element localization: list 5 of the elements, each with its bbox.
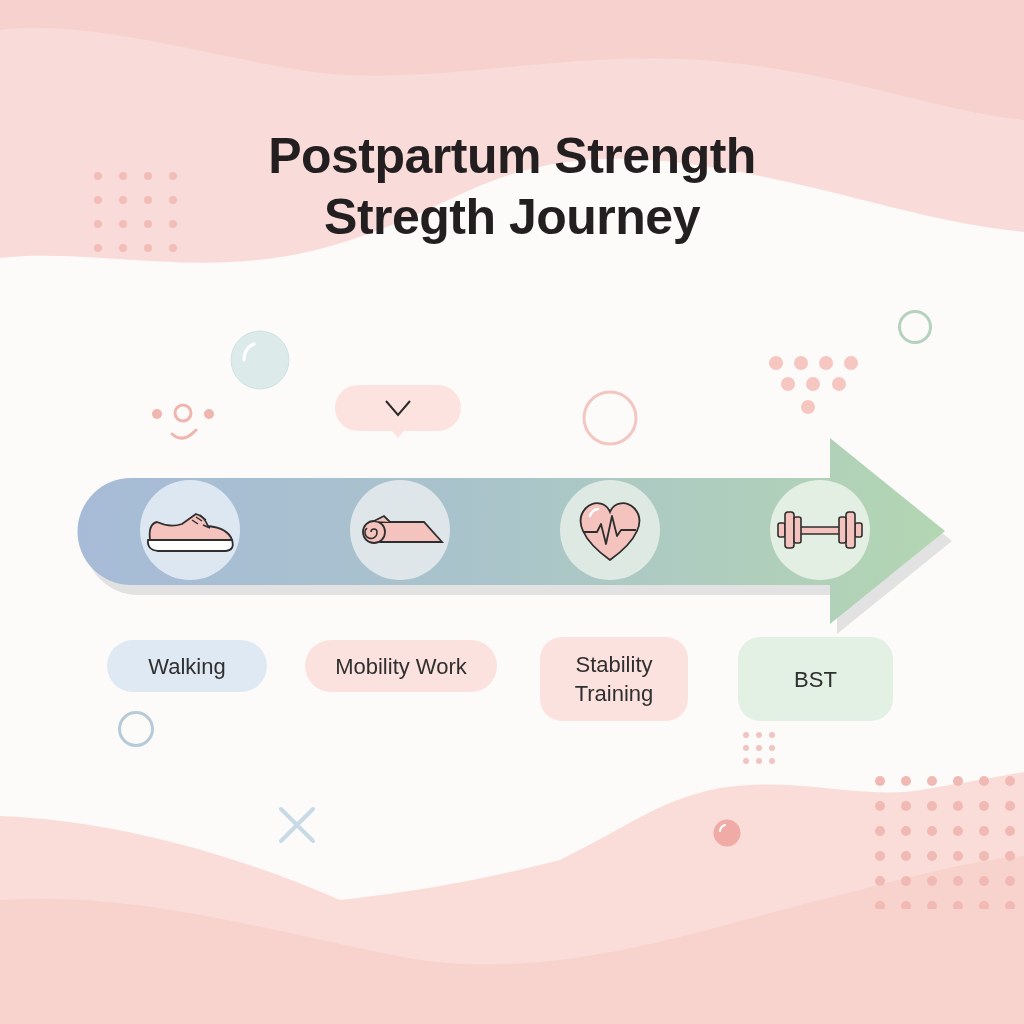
stage-pill: Mobility Work (305, 640, 497, 692)
stage-pill: BST (738, 637, 893, 721)
stage-pill: Stability Training (540, 637, 688, 721)
stage-pill: Walking (107, 640, 267, 692)
title: Postpartum Strength Stregth Journey (267, 127, 757, 247)
